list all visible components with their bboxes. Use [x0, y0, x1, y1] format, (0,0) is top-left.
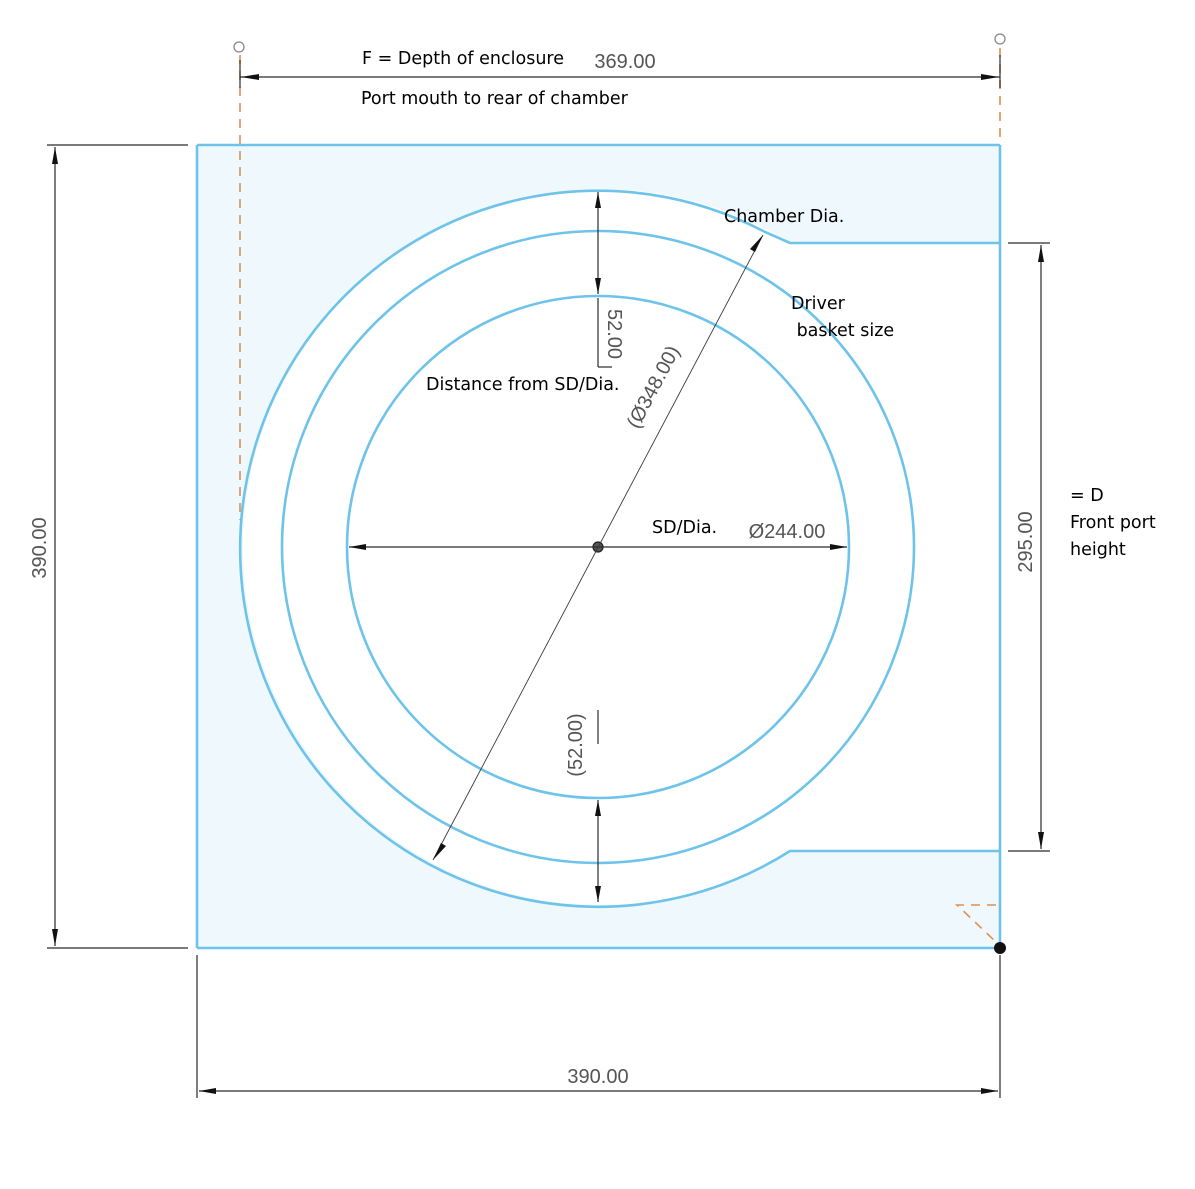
sd-label: SD/Dia.: [652, 518, 717, 538]
dimension-bottom-offset-value[interactable]: (52.00): [565, 713, 587, 776]
sketch-profile[interactable]: [197, 145, 1000, 948]
dimension-bottom-offset[interactable]: (52.00): [565, 710, 601, 902]
depth-label: F = Depth of enclosure: [362, 49, 564, 69]
driver-label-line2: basket size: [791, 321, 894, 341]
dimension-overall-width[interactable]: 390.00: [196, 955, 1001, 1098]
dimension-sd-diameter-value[interactable]: Ø244.00: [749, 521, 826, 543]
depth-sub-label: Port mouth to rear of chamber: [361, 89, 629, 109]
driver-label-line1: Driver: [791, 294, 846, 314]
dimension-enclosure-depth[interactable]: 369.00: [239, 51, 1001, 88]
port-label-line3: height: [1070, 540, 1126, 560]
chamber-dia-label: Chamber Dia.: [724, 207, 844, 227]
port-label-line2: Front port: [1070, 513, 1156, 533]
construction-point-right[interactable]: [994, 33, 1006, 45]
construction-corner-marker[interactable]: [954, 904, 997, 943]
dimension-front-port-height[interactable]: 295.00: [1008, 242, 1050, 852]
construction-point-left[interactable]: [233, 41, 245, 53]
sd-circle[interactable]: [345, 294, 851, 800]
dimension-front-port-height-value[interactable]: 295.00: [1015, 511, 1037, 572]
port-label-line1: = D: [1070, 486, 1104, 506]
chamber-arc[interactable]: [238, 189, 1000, 909]
dimension-top-offset-value[interactable]: 52.00: [603, 309, 625, 359]
dimension-chamber-diameter-value[interactable]: (Ø348.00): [623, 342, 685, 432]
dimension-overall-height[interactable]: 390.00: [29, 144, 188, 949]
dimension-top-offset[interactable]: 52.00: [595, 192, 625, 368]
dimension-overall-height-value[interactable]: 390.00: [29, 517, 51, 578]
dimension-enclosure-depth-value[interactable]: 369.00: [594, 51, 655, 73]
dimension-overall-width-value[interactable]: 390.00: [567, 1066, 628, 1088]
distance-label: Distance from SD/Dia.: [426, 375, 619, 395]
corner-fixed-point[interactable]: [994, 942, 1006, 954]
